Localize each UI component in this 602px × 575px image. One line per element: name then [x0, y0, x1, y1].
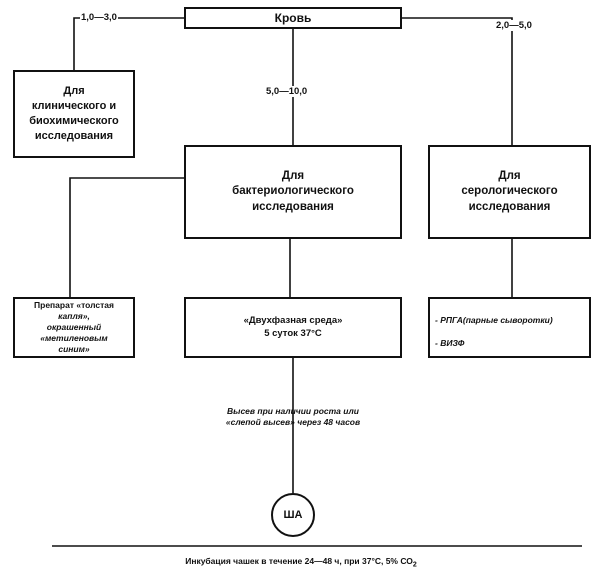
biphasic-line-2: 5 суток 37°С — [264, 327, 322, 339]
clinical-node: Для клинического и биохимического исслед… — [13, 70, 135, 158]
edge-bacteriological-to-smear — [69, 177, 184, 297]
edge-label-center: 5,0—10,0 — [265, 86, 309, 97]
bacteriological-line-2: бактериологического — [232, 185, 354, 198]
serological-line-2: серологического — [461, 185, 558, 198]
serological-line-1: Для — [498, 169, 521, 182]
bacteriological-line-1: Для — [281, 169, 305, 182]
edge-label-right: 2,0—5,0 — [495, 20, 533, 31]
clinical-line-3: биохимического — [29, 115, 119, 127]
subculture-line-2: роста или «слепой высев» — [225, 406, 359, 428]
serology-test-rpga: - РПГА(парные сыворотки) — [435, 315, 553, 325]
smear-line-2: капля», — [58, 310, 90, 321]
subculture-line-3: через 48 часов — [297, 417, 361, 428]
biphasic-line-1: «Двухфазная среда» — [243, 314, 343, 326]
smear-line-4: «метиленовым — [40, 333, 108, 344]
bacteriological-line-3: исследования — [252, 200, 334, 213]
blood-label: Кровь — [274, 10, 312, 25]
biphasic-node: «Двухфазная среда» 5 суток 37°С — [184, 297, 402, 358]
clinical-line-2: клинического и — [31, 100, 117, 113]
footer-subscript: 2 — [412, 561, 417, 569]
subculture-note: Высев при наличии роста или «слепой высе… — [213, 406, 373, 429]
smear-node: Препарат «толстая капля», окрашенный «ме… — [13, 297, 135, 358]
edge-blood-to-serological — [402, 17, 513, 145]
subculture-line-1: Высев при наличии — [227, 406, 312, 416]
clinical-line-4: исследования — [34, 129, 114, 142]
footer-text: Инкубация чашек в течение 24—48 ч, при 3… — [185, 556, 413, 566]
smear-line-1: Препарат «толстая — [34, 299, 114, 310]
serology-test-vizf: - ВИЗФ — [435, 337, 465, 348]
blood-node: Кровь — [184, 7, 402, 29]
serological-node: Для серологического исследования — [428, 145, 591, 239]
smear-line-3: окрашенный — [46, 321, 102, 332]
edge-blood-to-clinical — [73, 17, 184, 70]
edge-label-left: 1,0—3,0 — [80, 12, 118, 23]
smear-line-5: синим» — [58, 344, 90, 355]
bacteriological-node: Для бактериологического исследования — [184, 145, 402, 239]
serology-tests-node: - РПГА(парные сыворотки) - ВИЗФ — [428, 297, 591, 358]
final-node-label: ША — [283, 509, 303, 521]
final-node-circle: ША — [271, 493, 315, 537]
serological-line-3: исследования — [468, 200, 551, 213]
clinical-line-1: Для — [63, 85, 85, 98]
footer-caption: Инкубация чашек в течение 24—48 ч, при 3… — [0, 556, 602, 569]
